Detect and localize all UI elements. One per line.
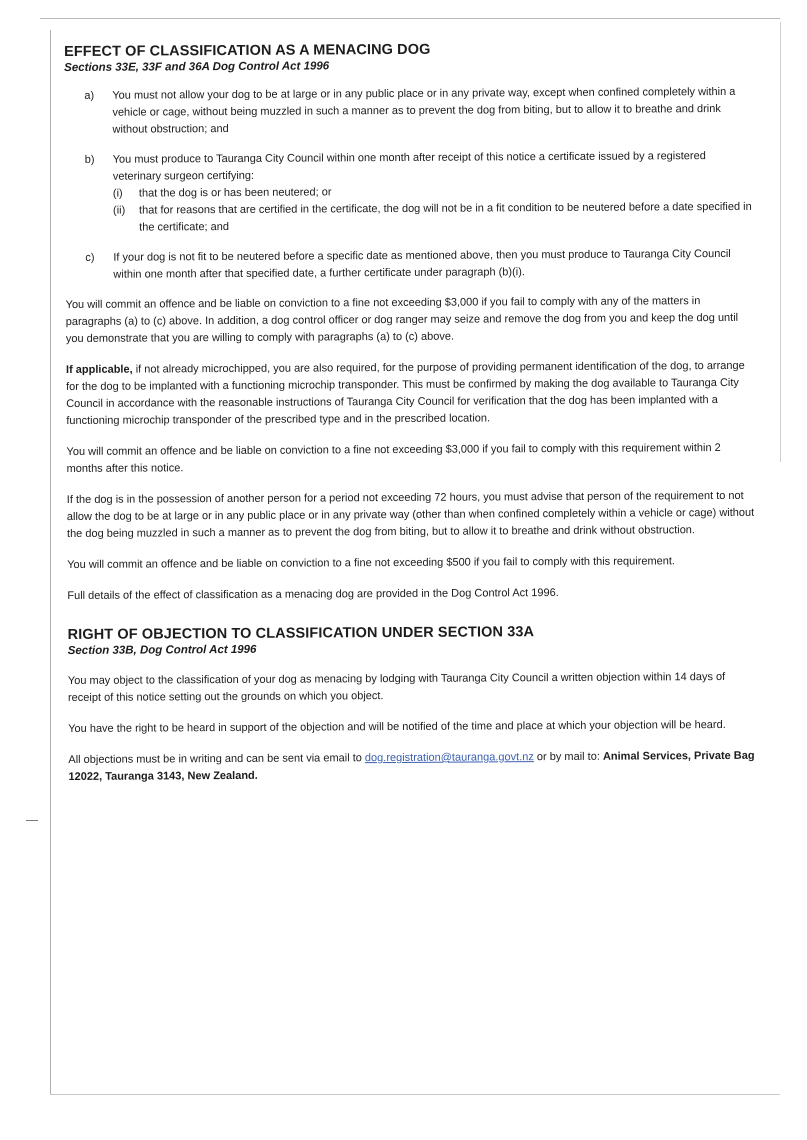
sub-list-text: that the dog is or has been neutered; or bbox=[138, 186, 332, 200]
requirements-list: a) You must not allow your dog to be at … bbox=[84, 84, 757, 284]
sub-list-item: (ii) that for reasons that are certified… bbox=[113, 199, 757, 237]
email-link[interactable]: dog.registration@tauranga.govt.nz bbox=[364, 751, 534, 765]
list-item: a) You must not allow your dog to be at … bbox=[84, 84, 756, 139]
paragraph-lead-bold: If applicable, bbox=[65, 363, 133, 376]
sub-list: (i) that the dog is or has been neutered… bbox=[113, 182, 757, 237]
paragraph-objection: You may object to the classification of … bbox=[67, 670, 726, 704]
section-subtitle-effect: Sections 33E, 33F and 36A Dog Control Ac… bbox=[64, 60, 330, 74]
list-item-body: You must produce to Tauranga City Counci… bbox=[113, 148, 758, 237]
section-objection: RIGHT OF OBJECTION TO CLASSIFICATION UND… bbox=[68, 623, 761, 786]
list-marker: c) bbox=[85, 251, 95, 264]
paragraph-full-details: Full details of the effect of classifica… bbox=[67, 586, 559, 602]
page-edge-right bbox=[780, 22, 781, 462]
page-edge-bottom bbox=[50, 1094, 780, 1095]
paragraph-possession: If the dog is in the possession of anoth… bbox=[66, 489, 755, 540]
paragraph-text: All objections must be in writing and ca… bbox=[68, 752, 365, 766]
section-title-effect: EFFECT OF CLASSIFICATION AS A MENACING D… bbox=[64, 41, 431, 60]
list-item-text: If your dog is not fit to be neutered be… bbox=[113, 247, 731, 281]
section-title-objection: RIGHT OF OBJECTION TO CLASSIFICATION UND… bbox=[67, 624, 535, 643]
list-item: b) You must produce to Tauranga City Cou… bbox=[85, 148, 758, 237]
sub-list-text: that for reasons that are certified in t… bbox=[138, 200, 752, 234]
list-item-text: You must not allow your dog to be at lar… bbox=[112, 85, 736, 136]
paragraph-offence-conditions: You will commit an offence and be liable… bbox=[65, 295, 739, 345]
paragraph-text: or by mail to: bbox=[533, 750, 603, 764]
sub-list-marker: (ii) bbox=[112, 204, 126, 217]
margin-mark bbox=[26, 820, 38, 821]
list-marker: b) bbox=[84, 153, 95, 166]
page-edge-left bbox=[50, 30, 51, 1095]
list-item: c) If your dog is not fit to be neutered… bbox=[85, 246, 757, 284]
page-edge-top bbox=[40, 18, 780, 19]
document-content: EFFECT OF CLASSIFICATION AS A MENACING D… bbox=[64, 40, 761, 800]
sub-list-marker: (i) bbox=[112, 187, 123, 200]
paragraph-offence-possession: You will commit an offence and be liable… bbox=[67, 555, 676, 571]
paragraph-contact: All objections must be in writing and ca… bbox=[68, 748, 760, 786]
list-item-text: You must produce to Tauranga City Counci… bbox=[112, 150, 706, 183]
list-marker: a) bbox=[84, 89, 95, 102]
paragraph-microchip: If applicable, if not already microchipp… bbox=[66, 358, 758, 430]
paragraph-offence-microchip: You will commit an offence and be liable… bbox=[66, 441, 721, 475]
paragraph-hearing: You have the right to be heard in suppor… bbox=[68, 718, 726, 735]
paragraph-text: if not already microchipped, you are als… bbox=[66, 359, 745, 427]
